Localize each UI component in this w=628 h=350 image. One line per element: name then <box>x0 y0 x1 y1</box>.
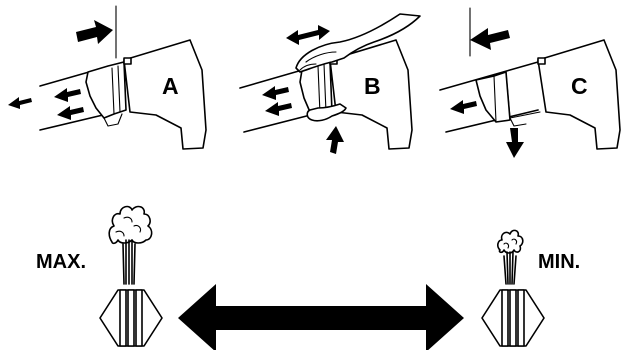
range-double-arrow-icon <box>178 284 464 350</box>
push-up-arrow-icon <box>326 126 344 154</box>
flow-arrows-icon <box>450 100 477 114</box>
steam-cloud-small-icon <box>497 229 524 285</box>
panel-label-a: A <box>162 73 179 99</box>
panel-b: B <box>239 13 421 154</box>
steam-scale: MAX. <box>36 205 580 350</box>
nozzle-min-icon <box>481 289 545 347</box>
nozzle-shroud-c <box>475 71 511 123</box>
nozzle-max-icon <box>99 289 163 347</box>
steam-cloud-large-icon <box>108 205 153 285</box>
panel-label-b: B <box>364 73 381 99</box>
pull-arrow-icon <box>470 28 510 50</box>
casing-b <box>329 39 413 150</box>
flow-arrows-icon <box>8 88 84 120</box>
max-label: MAX. <box>36 251 86 273</box>
clip-c <box>537 57 546 65</box>
panel-a: A <box>8 5 207 150</box>
clip-a <box>123 57 132 65</box>
push-arrow-icon <box>76 20 113 44</box>
flow-arrows-icon <box>262 86 292 116</box>
panel-c: C <box>439 7 621 158</box>
slide-arrow-icon <box>286 25 330 45</box>
drop-down-arrow-icon <box>506 128 524 158</box>
casing-c <box>537 39 621 150</box>
hand-top-b <box>295 13 421 73</box>
casing-a <box>123 39 207 150</box>
nozzle-shroud-a <box>85 61 127 119</box>
panel-label-c: C <box>571 73 588 99</box>
min-label: MIN. <box>538 251 580 273</box>
hand-finger-b <box>306 103 347 122</box>
